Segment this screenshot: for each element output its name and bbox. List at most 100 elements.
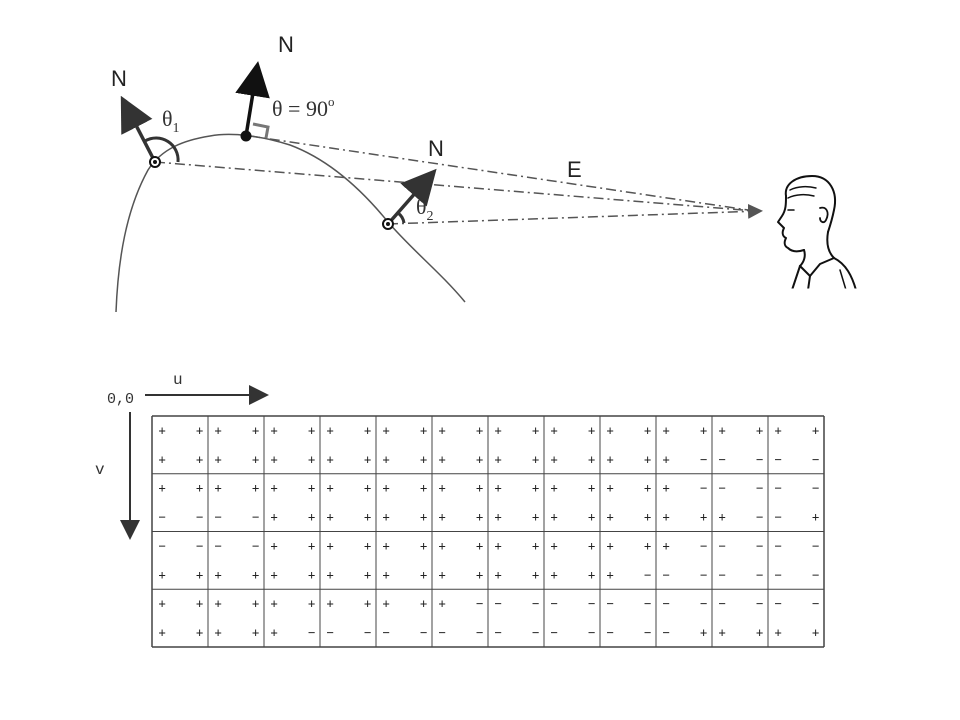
grid-sign: + <box>308 568 315 582</box>
surface-diagram: N N N E θ1 θ = 90o θ2 <box>111 32 860 313</box>
grid-sign: − <box>812 539 819 553</box>
theta-right-angle-text: θ = 90 <box>272 96 328 121</box>
normal-label-2: N <box>278 32 294 57</box>
grid-sign: − <box>700 568 707 582</box>
grid-sign: + <box>812 423 819 437</box>
grid-sign: + <box>812 626 819 640</box>
viewer-head-illustration <box>777 175 860 292</box>
grid-sign: − <box>718 539 725 553</box>
grid-sign: + <box>308 539 315 553</box>
grid-sign: + <box>774 423 781 437</box>
grid-sign: + <box>494 452 501 466</box>
grid-sign: + <box>494 510 501 524</box>
right-angle-mark <box>252 122 270 139</box>
grid-sign: + <box>700 423 707 437</box>
surface-point-1-dot <box>153 160 157 164</box>
grid-sign: − <box>662 597 669 611</box>
grid-sign: + <box>606 510 613 524</box>
grid-sign: + <box>756 423 763 437</box>
grid-sign: + <box>214 568 221 582</box>
grid-sign: − <box>774 539 781 553</box>
grid-sign: + <box>252 597 259 611</box>
grid-sign: + <box>158 452 165 466</box>
v-axis-label: v <box>95 461 105 479</box>
grid-sign: − <box>308 626 315 640</box>
grid-sign: + <box>532 452 539 466</box>
grid-sign: + <box>252 452 259 466</box>
grid-sign: − <box>588 626 595 640</box>
grid-sign: + <box>588 510 595 524</box>
grid-sign: + <box>438 539 445 553</box>
sight-line-3 <box>387 203 763 225</box>
grid-sign: + <box>606 539 613 553</box>
grid-sign: + <box>438 452 445 466</box>
grid-sign: + <box>308 510 315 524</box>
grid-sign: + <box>420 423 427 437</box>
grid-sign: + <box>382 597 389 611</box>
grid-sign: − <box>550 626 557 640</box>
grid-sign: − <box>774 597 781 611</box>
grid-sign: + <box>270 568 277 582</box>
grid-sign: − <box>438 626 445 640</box>
grid-sign: + <box>644 539 651 553</box>
grid-sign: + <box>494 481 501 495</box>
grid-sign: − <box>812 452 819 466</box>
grid-sign: + <box>476 452 483 466</box>
grid-sign: − <box>756 481 763 495</box>
grid-sign: − <box>420 626 427 640</box>
grid-sign: + <box>644 481 651 495</box>
grid-sign: + <box>718 423 725 437</box>
grid-sign: + <box>476 568 483 582</box>
grid-sign: + <box>326 568 333 582</box>
grid-sign: + <box>606 568 613 582</box>
grid-sign: − <box>252 539 259 553</box>
grid-sign: + <box>326 510 333 524</box>
grid-sign: + <box>588 568 595 582</box>
grid-sign: − <box>644 626 651 640</box>
grid-sign: + <box>532 568 539 582</box>
grid-sign: + <box>196 626 203 640</box>
grid-sign: − <box>718 481 725 495</box>
grid-sign: + <box>532 539 539 553</box>
grid-sign: + <box>364 539 371 553</box>
grid-sign: + <box>438 597 445 611</box>
grid-sign: + <box>476 510 483 524</box>
grid-sign: + <box>326 423 333 437</box>
grid-sign: + <box>550 568 557 582</box>
grid-sign: + <box>476 423 483 437</box>
sight-line-1 <box>154 161 756 212</box>
grid-sign: + <box>718 510 725 524</box>
grid-sign: + <box>662 452 669 466</box>
theta2-arc <box>397 211 406 224</box>
grid-sign: + <box>420 539 427 553</box>
grid-sign: + <box>700 626 707 640</box>
grid-cells: + + + + + + + + + + + + + + + + + + + + + + + + + + + + + + + + + + + + + + + −… <box>158 423 819 639</box>
theta-right-angle-label: θ = 90o <box>272 94 334 121</box>
grid-sign: − <box>158 539 165 553</box>
normal-arrow-2 <box>235 61 270 137</box>
eye-label: E <box>567 157 582 182</box>
grid-sign: − <box>606 597 613 611</box>
grid-sign: + <box>382 452 389 466</box>
theta2-base: θ <box>416 194 427 219</box>
grid-sign: − <box>196 510 203 524</box>
grid-sign: + <box>364 510 371 524</box>
grid-sign: + <box>420 510 427 524</box>
grid-sign: + <box>532 510 539 524</box>
grid-sign: + <box>588 481 595 495</box>
grid-sign: − <box>756 510 763 524</box>
normal-arrow-1 <box>120 95 157 163</box>
grid-sign: − <box>774 568 781 582</box>
u-axis-label: u <box>173 371 183 389</box>
grid-sign: − <box>756 568 763 582</box>
grid-sign: + <box>550 423 557 437</box>
normal-label-1: N <box>111 66 127 91</box>
grid-sign: − <box>700 481 707 495</box>
grid-sign: − <box>214 539 221 553</box>
grid-sign: − <box>700 452 707 466</box>
grid-sign: + <box>438 510 445 524</box>
grid-sign: − <box>476 597 483 611</box>
grid-sign: + <box>364 423 371 437</box>
grid-sign: + <box>774 626 781 640</box>
